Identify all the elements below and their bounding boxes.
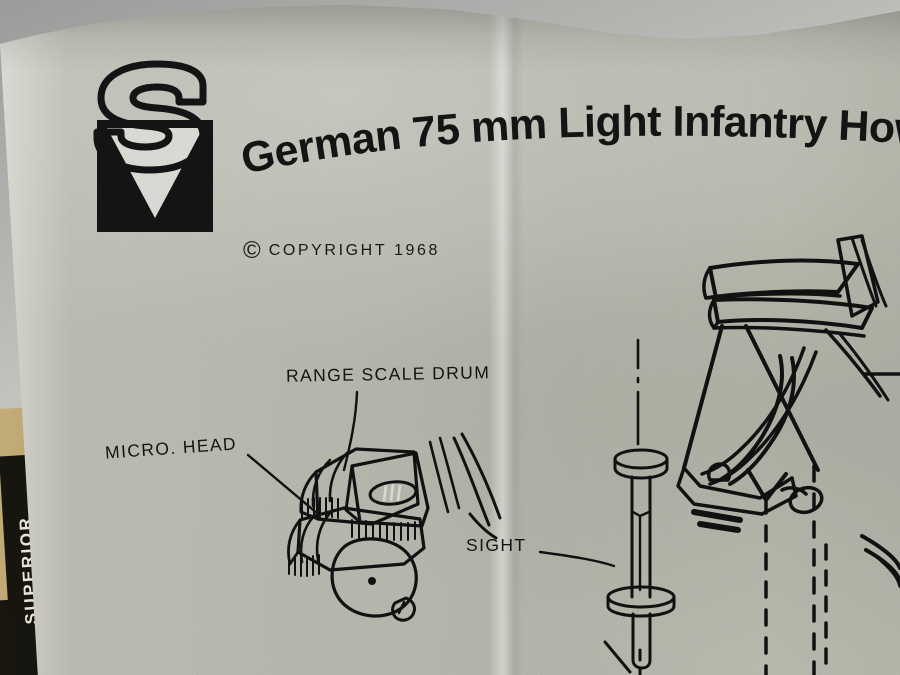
callout-label-range-scale-drum: RANGE SCALE DRUM bbox=[285, 362, 491, 386]
page-title: German 75 mm Light Infantry Howitz bbox=[233, 66, 900, 214]
callout-label-sight: SIGHT bbox=[466, 535, 527, 555]
copyright-text: COPYRIGHT 1968 bbox=[268, 242, 440, 259]
superior-models-s-logo bbox=[91, 58, 233, 233]
copyright-line: © COPYRIGHT 1968 bbox=[243, 239, 440, 263]
copyright-icon: © bbox=[243, 237, 261, 264]
